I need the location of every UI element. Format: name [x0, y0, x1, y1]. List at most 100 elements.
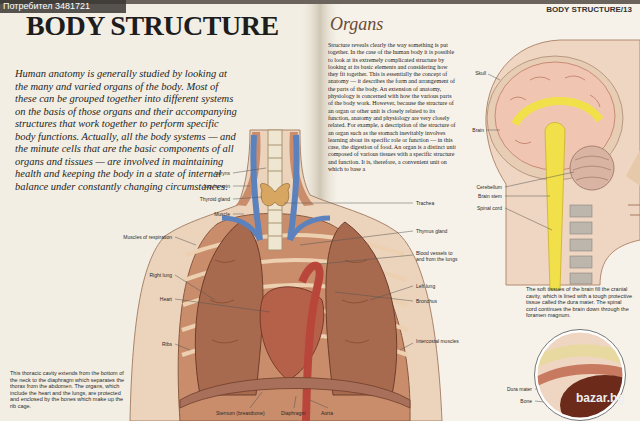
head-leader-lines-part — [486, 130, 500, 131]
part-label: Jugular vein — [170, 183, 230, 189]
thorax-leader-lines-part — [294, 396, 296, 408]
part-label: Brain stem — [458, 193, 502, 199]
part-label-box: Intercostal muscles — [416, 338, 460, 344]
part-label-box: Blood vessels to and from the lungs — [416, 250, 460, 262]
part-label: Right lung — [112, 272, 172, 278]
head-section-part — [570, 205, 592, 217]
part-label: Left lung — [416, 283, 460, 289]
part-label-box: Bone — [488, 398, 532, 404]
part-label-box: Skull — [458, 70, 486, 76]
thorax-leader-lines-part — [233, 197, 262, 199]
part-label: Cerebellum — [458, 184, 502, 190]
part-label-box: Diaphragm — [281, 410, 317, 416]
part-label: Muscle — [170, 211, 230, 217]
body-text-box: Structure reveals clearly the way someth… — [328, 42, 456, 173]
diaphragm — [180, 378, 410, 409]
head-leader-lines-part — [488, 74, 500, 80]
part-label-box: Brain — [456, 127, 484, 133]
figure-caption-box: This thoracic cavity extends from the bo… — [10, 370, 126, 410]
blood-vessels-part — [302, 266, 320, 421]
part-label-box: Muscles of respiration — [112, 234, 172, 240]
trachea-part — [260, 183, 289, 205]
intro-text-box: Human anatomy is generally studied by lo… — [15, 68, 237, 193]
lungs-part — [195, 222, 263, 395]
running-head-box: BODY STRUCTURE/13 — [517, 5, 632, 14]
head-leader-lines-part — [505, 196, 550, 197]
part-label: Bronchus — [416, 298, 460, 304]
lungs-part — [326, 222, 397, 395]
head-section — [486, 40, 640, 290]
part-label: Brain — [456, 127, 484, 133]
thorax-leader-lines-part — [284, 203, 413, 204]
figure-caption-box: The soft tissues of the brain fill the c… — [526, 286, 632, 319]
part-label-box: Cerebellum — [458, 184, 502, 190]
head-section-part — [570, 256, 592, 268]
head-section-part — [570, 273, 592, 284]
part-label-box: Jugular vein — [170, 183, 230, 189]
part-label-box: Left lung — [416, 283, 460, 289]
thorax-leader-lines-part — [310, 400, 328, 408]
section-heading-box: Organs — [330, 14, 450, 34]
part-label: Thyroid gland — [170, 196, 230, 202]
thorax-leader-lines-part — [175, 344, 190, 350]
watermark: bazar.bg — [576, 391, 636, 405]
part-label: Sternum (breastbone) — [216, 410, 278, 416]
rib-cage-part — [178, 214, 410, 421]
detail-inset-part — [530, 325, 640, 421]
part-label-box: Bronchus — [416, 298, 460, 304]
blood-vessels-part — [290, 135, 297, 240]
part-label-box: Heart — [112, 296, 172, 302]
head-section-part — [570, 146, 614, 190]
part-label-box: Sternum (breastbone) — [216, 410, 278, 416]
lungs — [195, 222, 396, 395]
head-section-part — [545, 123, 565, 291]
head-leader-lines-part — [505, 208, 552, 230]
part-label: Aorta — [321, 410, 347, 416]
thorax-leader-lines-part — [233, 214, 244, 215]
blood-vessels-part — [222, 218, 260, 240]
figure-caption: This thoracic cavity extends from the bo… — [10, 370, 126, 410]
intro-text: Human anatomy is generally studied by lo… — [15, 68, 237, 193]
blood-vessels-part — [253, 135, 260, 240]
thorax-leader-lines-part — [233, 186, 250, 187]
part-label-box: Brain stem — [458, 193, 502, 199]
thorax-leader-lines-part — [300, 231, 413, 245]
head-section-part — [570, 239, 592, 251]
diaphragm-part — [180, 378, 410, 409]
head-leader-lines-part — [505, 172, 574, 187]
blood-vessels-part — [290, 218, 330, 240]
thorax-leader-lines-part — [335, 292, 413, 301]
thorax-leader-lines — [175, 168, 413, 408]
part-label: Blood vessels to and from the lungs — [416, 250, 460, 262]
detail-inset-part — [535, 330, 626, 421]
part-label: Trachea — [416, 200, 460, 206]
head-section-part — [515, 101, 600, 124]
thorax-leader-lines-part — [320, 255, 413, 264]
part-label: Skull — [458, 70, 486, 76]
thorax-leader-lines-part — [175, 299, 270, 312]
thorax-leader-lines-part — [250, 392, 262, 408]
watermark-box: Потребител 3481721 — [3, 1, 125, 12]
head-section-part — [626, 150, 640, 186]
thorax-leader-lines-part — [370, 286, 413, 300]
part-label-box: Thymus gland — [416, 228, 460, 234]
figure-caption: The soft tissues of the brain fill the c… — [526, 286, 632, 319]
body-text: Structure reveals clearly the way someth… — [328, 42, 456, 173]
watermark-box: bazar.bg — [576, 391, 636, 405]
thorax-leader-lines-part — [175, 237, 196, 245]
part-label-box: Spinal cord — [458, 205, 502, 211]
detail-inset-part — [536, 331, 624, 419]
part-label: Ribs — [112, 341, 172, 347]
part-label: Thymus gland — [416, 228, 460, 234]
part-label-box: Aorta — [321, 410, 347, 416]
watermark: Потребител 3481721 — [3, 1, 125, 12]
thorax-leader-lines-part — [400, 343, 413, 350]
part-label: Bone — [488, 398, 532, 404]
part-label-box: Dura mater — [488, 386, 532, 392]
rib-cage — [178, 214, 410, 421]
detail-inset — [530, 325, 640, 421]
part-label-box: Ribs — [112, 341, 172, 347]
part-label: Muscles of respiration — [112, 234, 172, 240]
